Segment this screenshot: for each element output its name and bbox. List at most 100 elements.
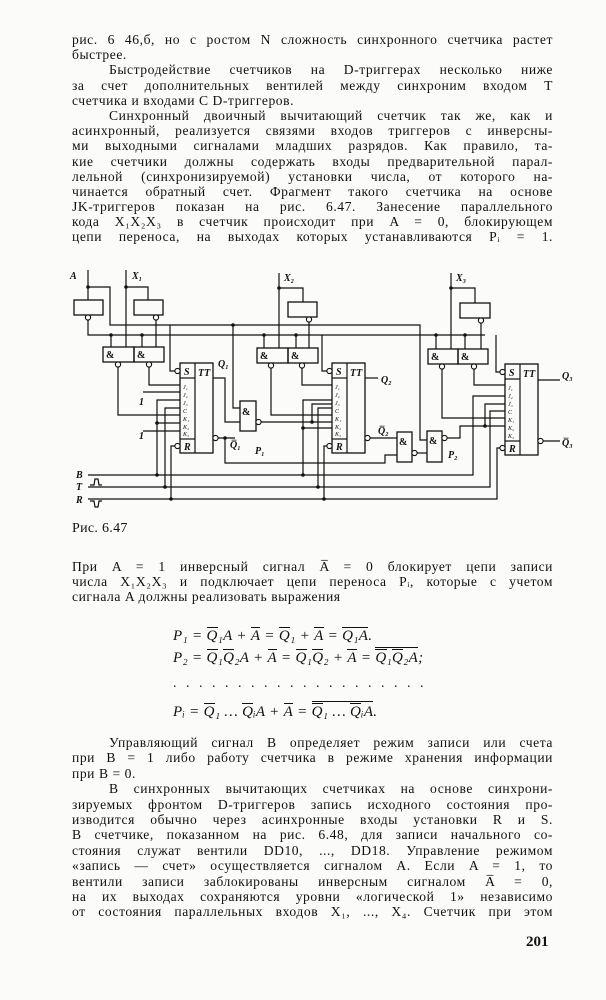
text-line: Быстродействие счетчиков на D-триггерах …: [109, 62, 553, 78]
svg-text:TT: TT: [523, 369, 536, 380]
svg-text:R: R: [508, 444, 516, 455]
svg-text:&: &: [106, 350, 114, 361]
formula-term: ᵢA +: [253, 704, 284, 720]
text-line: асинхронный, реализуется связями входов …: [72, 123, 553, 139]
inverter-X2: [287, 301, 318, 323]
and-gate: &: [102, 346, 135, 368]
text-line: ми выходными сигналами младших разрядов.…: [72, 138, 553, 154]
svg-text:&: &: [431, 352, 439, 363]
formula-term: Q: [295, 650, 307, 666]
carry-gate-P2: &: [426, 430, 448, 463]
overline-group: Q: [203, 703, 215, 721]
text-line: кие счетчики должны содержать входы пред…: [72, 153, 553, 169]
text-line: стояния служат вентили DD10, ..., DD18. …: [72, 842, 553, 858]
svg-text:J₁: J₁: [183, 385, 188, 391]
formula-term: Q: [278, 628, 291, 644]
formula-term: Q: [242, 704, 254, 720]
formula-term: ₂ +: [323, 650, 348, 666]
svg-text:C: C: [508, 410, 513, 416]
overline-group: Q: [375, 649, 387, 667]
formula-term: Q: [392, 650, 404, 666]
label-Q1: Q₁: [218, 359, 229, 370]
formula-term: =: [277, 650, 296, 666]
carry-gate-P1: &: [239, 400, 262, 432]
label-X3: X₃: [455, 273, 466, 284]
and-gate: &: [256, 347, 289, 369]
text-line: цепи переноса, на выходах которых устана…: [72, 229, 553, 245]
text-line: Управляющий сигнал B определяет режим за…: [109, 735, 553, 750]
bus-R: [88, 445, 500, 508]
formula-term: .: [368, 628, 373, 644]
svg-text:S: S: [336, 367, 342, 378]
text-line: числа X₁X₂X₃ и подключает цепи переноса …: [72, 574, 553, 590]
bus-T: [88, 407, 505, 489]
formula-term: P₂ =: [173, 650, 207, 666]
formula-term: =: [293, 704, 312, 720]
label-R: R: [75, 495, 83, 506]
wires-outputs: [213, 377, 560, 464]
svg-text:J₁: J₁: [508, 386, 513, 392]
and-gate: &: [287, 347, 319, 369]
label-Q3: Q₃: [562, 371, 573, 382]
figure-caption: Рис. 6.47: [72, 521, 128, 536]
svg-text:&: &: [137, 350, 145, 361]
formula-term: Pᵢ =: [173, 704, 204, 720]
svg-text:J₃: J₃: [508, 402, 513, 408]
svg-text:R: R: [183, 442, 191, 453]
svg-text:J₂: J₂: [183, 393, 188, 399]
overline-group: Q: [278, 627, 291, 645]
wire-A: [86, 270, 427, 441]
overline-group: Q: [206, 627, 218, 645]
label-X1: X₁: [131, 271, 142, 282]
overline-group: Q: [295, 649, 307, 667]
svg-text:C: C: [335, 409, 340, 415]
label-Q2: Q₂: [381, 375, 392, 386]
formula-term: ᵢA: [361, 704, 374, 720]
svg-text:J₃: J₃: [335, 401, 340, 407]
formula-term: Q: [350, 704, 362, 720]
overline-group: A: [347, 649, 357, 667]
text-line: чинается обратный счет. Фрагмент такого …: [72, 183, 553, 199]
wire-X2: [277, 273, 310, 348]
overline-group: Q: [311, 703, 323, 721]
formula-term: ₁ +: [290, 628, 315, 644]
formula-term: Q: [311, 704, 323, 720]
inverter-X1: [133, 299, 164, 321]
formula-term: =: [356, 650, 376, 666]
formula-ellipsis-dots: ....................: [173, 676, 433, 691]
overline-group: A: [267, 649, 277, 667]
text-line: за счет дополнительных вентилей между си…: [72, 77, 553, 93]
page-number: 201: [526, 934, 549, 950]
formula-term: Q: [203, 704, 215, 720]
and-gate: &: [133, 346, 165, 368]
paragraph-counters-intro: рис. 6 46,б, но с ростом N сложность син…: [72, 32, 553, 245]
text-line: счетчика и входами C D-триггеров.: [72, 92, 295, 108]
overline-group: Q: [392, 649, 404, 667]
svg-text:K₂: K₂: [334, 425, 341, 431]
overline-group: Q: [350, 703, 362, 721]
formula-term: ₁: [386, 650, 393, 666]
svg-text:J₂: J₂: [508, 394, 513, 400]
formula-term: Q: [375, 650, 387, 666]
formula-term: Q: [223, 650, 235, 666]
svg-text:&: &: [291, 351, 299, 362]
wire-A-inverse: [87, 320, 485, 349]
svg-text:J₂: J₂: [335, 393, 340, 399]
svg-text:S: S: [509, 368, 515, 379]
text-line: Синхронный двоичный вычитающий счетчик т…: [109, 107, 553, 123]
wire-X3: [449, 273, 482, 349]
formula-P1: P₁ = Q₁A + A = Q₁ + A = Q₁A.: [173, 627, 372, 645]
label-P2: P₂: [448, 450, 458, 461]
overline-group: Q₁A: [342, 627, 369, 645]
svg-text:J₁: J₁: [335, 385, 340, 391]
overline-group: A: [314, 627, 324, 645]
svg-text:&: &: [242, 407, 250, 418]
formula-term: .: [373, 704, 378, 720]
formula-term: ₁: [217, 650, 224, 666]
label-X2: X₂: [283, 273, 294, 284]
text-line: зируемых фронтом D-триггеров запись исхо…: [72, 796, 553, 812]
svg-text:S: S: [184, 367, 190, 378]
label-P1: P₁: [255, 446, 265, 457]
text-line: сигнала A должны реализовать выражения: [72, 589, 341, 605]
text-line: JK-триггеров показан на рис. 6.47. Занес…: [72, 199, 553, 215]
